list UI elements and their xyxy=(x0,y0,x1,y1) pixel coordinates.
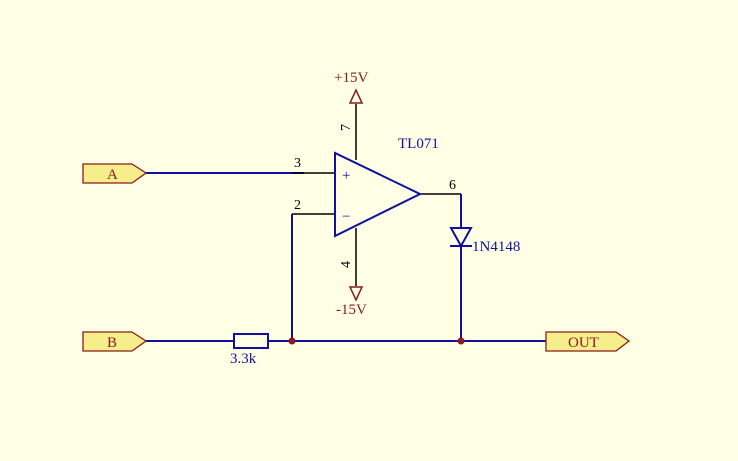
pin-number-7: 7 xyxy=(339,124,354,131)
diode-symbol xyxy=(449,227,473,249)
opamp-part-label: TL071 xyxy=(398,136,439,152)
negative-supply-label: -15V xyxy=(336,302,367,318)
opamp-triangle xyxy=(334,151,423,238)
negative-supply-symbol xyxy=(348,286,364,302)
resistor-symbol xyxy=(233,333,269,349)
junction-dot-output xyxy=(457,337,465,345)
opamp-minus-sign: − xyxy=(342,209,350,225)
port-b-label: B xyxy=(107,335,117,351)
pin-number-3: 3 xyxy=(294,156,301,171)
resistor-value-label: 3.3k xyxy=(230,351,257,367)
port-out-label: OUT xyxy=(568,335,599,351)
positive-supply-symbol xyxy=(348,88,364,104)
junction-dot-feedback xyxy=(288,337,296,345)
port-a[interactable]: A xyxy=(82,163,148,184)
pin-number-6: 6 xyxy=(449,178,456,193)
port-out[interactable]: OUT xyxy=(545,331,631,352)
port-b[interactable]: B xyxy=(82,331,148,352)
pin-number-2: 2 xyxy=(294,198,301,213)
positive-supply-label: +15V xyxy=(334,70,368,86)
opamp-plus-sign: + xyxy=(342,168,350,184)
pin-number-4: 4 xyxy=(339,261,354,268)
port-a-label: A xyxy=(107,167,118,183)
diode-part-label: 1N4148 xyxy=(472,239,520,255)
